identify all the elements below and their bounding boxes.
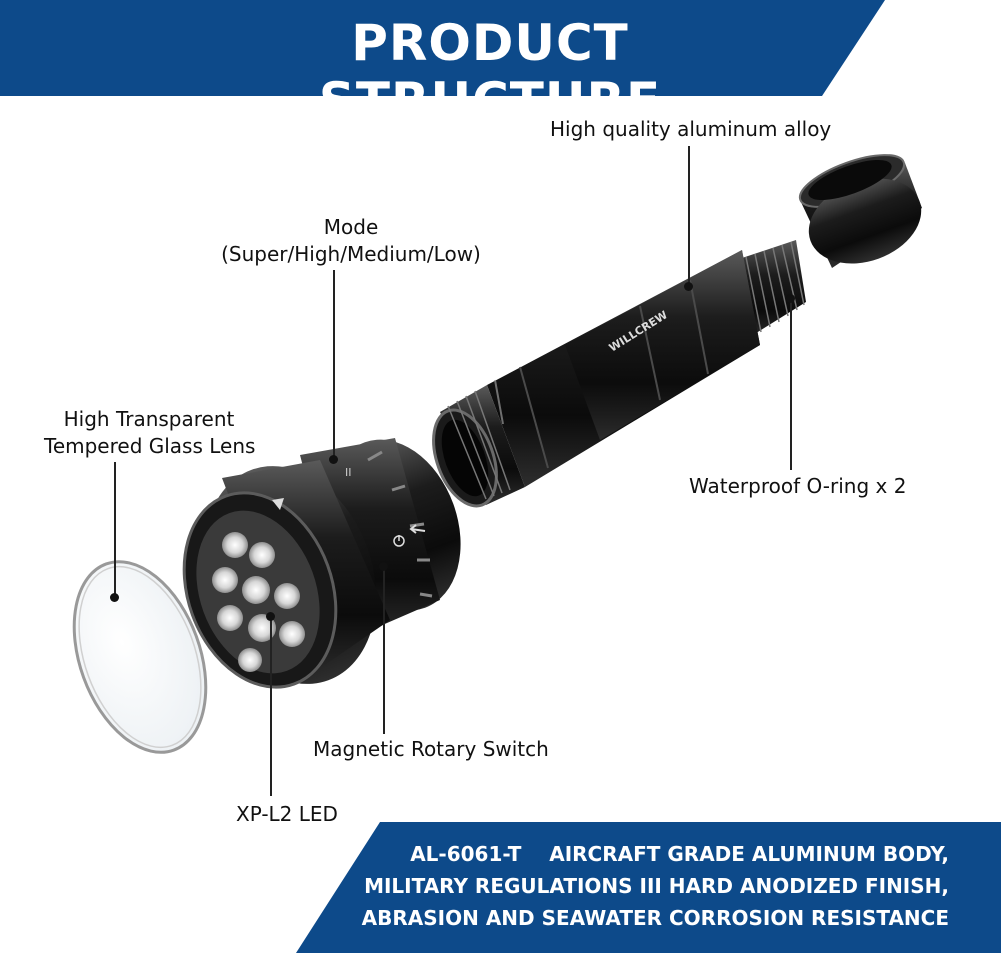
- footer-line-3: ABRASION AND SEAWATER CORROSION RESISTAN…: [361, 906, 949, 930]
- led-array: [212, 532, 305, 672]
- alloy-label: High quality aluminum alloy: [550, 117, 832, 141]
- footer-panel: [296, 822, 1001, 953]
- body-tube: WILLCREW: [487, 250, 760, 487]
- mode-label-line2: (Super/High/Medium/Low): [221, 242, 481, 266]
- alloy-dot: [684, 282, 693, 291]
- led-leader: [270, 616, 272, 796]
- footer-line-1: AL-6061-T AIRCRAFT GRADE ALUMINUM BODY,: [410, 842, 949, 866]
- lens-leader: [114, 462, 116, 598]
- oring-label: Waterproof O-ring x 2: [689, 474, 907, 498]
- head-threads: [432, 385, 525, 508]
- mode-leader: [333, 270, 335, 460]
- switch-leader: [383, 566, 385, 734]
- oring-leader: [790, 300, 792, 470]
- switch-dot: [379, 562, 388, 571]
- footer-text: AL-6061-T AIRCRAFT GRADE ALUMINUM BODY, …: [362, 838, 949, 934]
- switch-label: Magnetic Rotary Switch: [313, 737, 549, 761]
- led-label: XP-L2 LED: [236, 802, 338, 826]
- oring-dot: [786, 294, 795, 303]
- warning-icon: [272, 498, 284, 510]
- title-banner: [0, 0, 885, 96]
- alloy-leader: [688, 146, 690, 286]
- glass-lens: [72, 560, 208, 754]
- lens-label: High Transparent Tempered Glass Lens: [44, 406, 256, 460]
- lens-label-line2: Tempered Glass Lens: [44, 434, 256, 458]
- mode-label: Mode (Super/High/Medium/Low): [220, 214, 482, 268]
- mode-dot: [329, 455, 338, 464]
- page-title: PRODUCT STRUCTURE: [318, 14, 662, 130]
- arrow-left-icon: [409, 524, 426, 534]
- mode-marks: II: [345, 466, 352, 479]
- lens-label-line1: High Transparent: [63, 407, 235, 431]
- led-dot: [266, 612, 275, 621]
- mode-label-line1: Mode: [323, 215, 379, 239]
- lens-dot: [110, 593, 119, 602]
- footer-line-2: MILITARY REGULATIONS III HARD ANODIZED F…: [364, 874, 949, 898]
- tail-cap: [798, 154, 922, 268]
